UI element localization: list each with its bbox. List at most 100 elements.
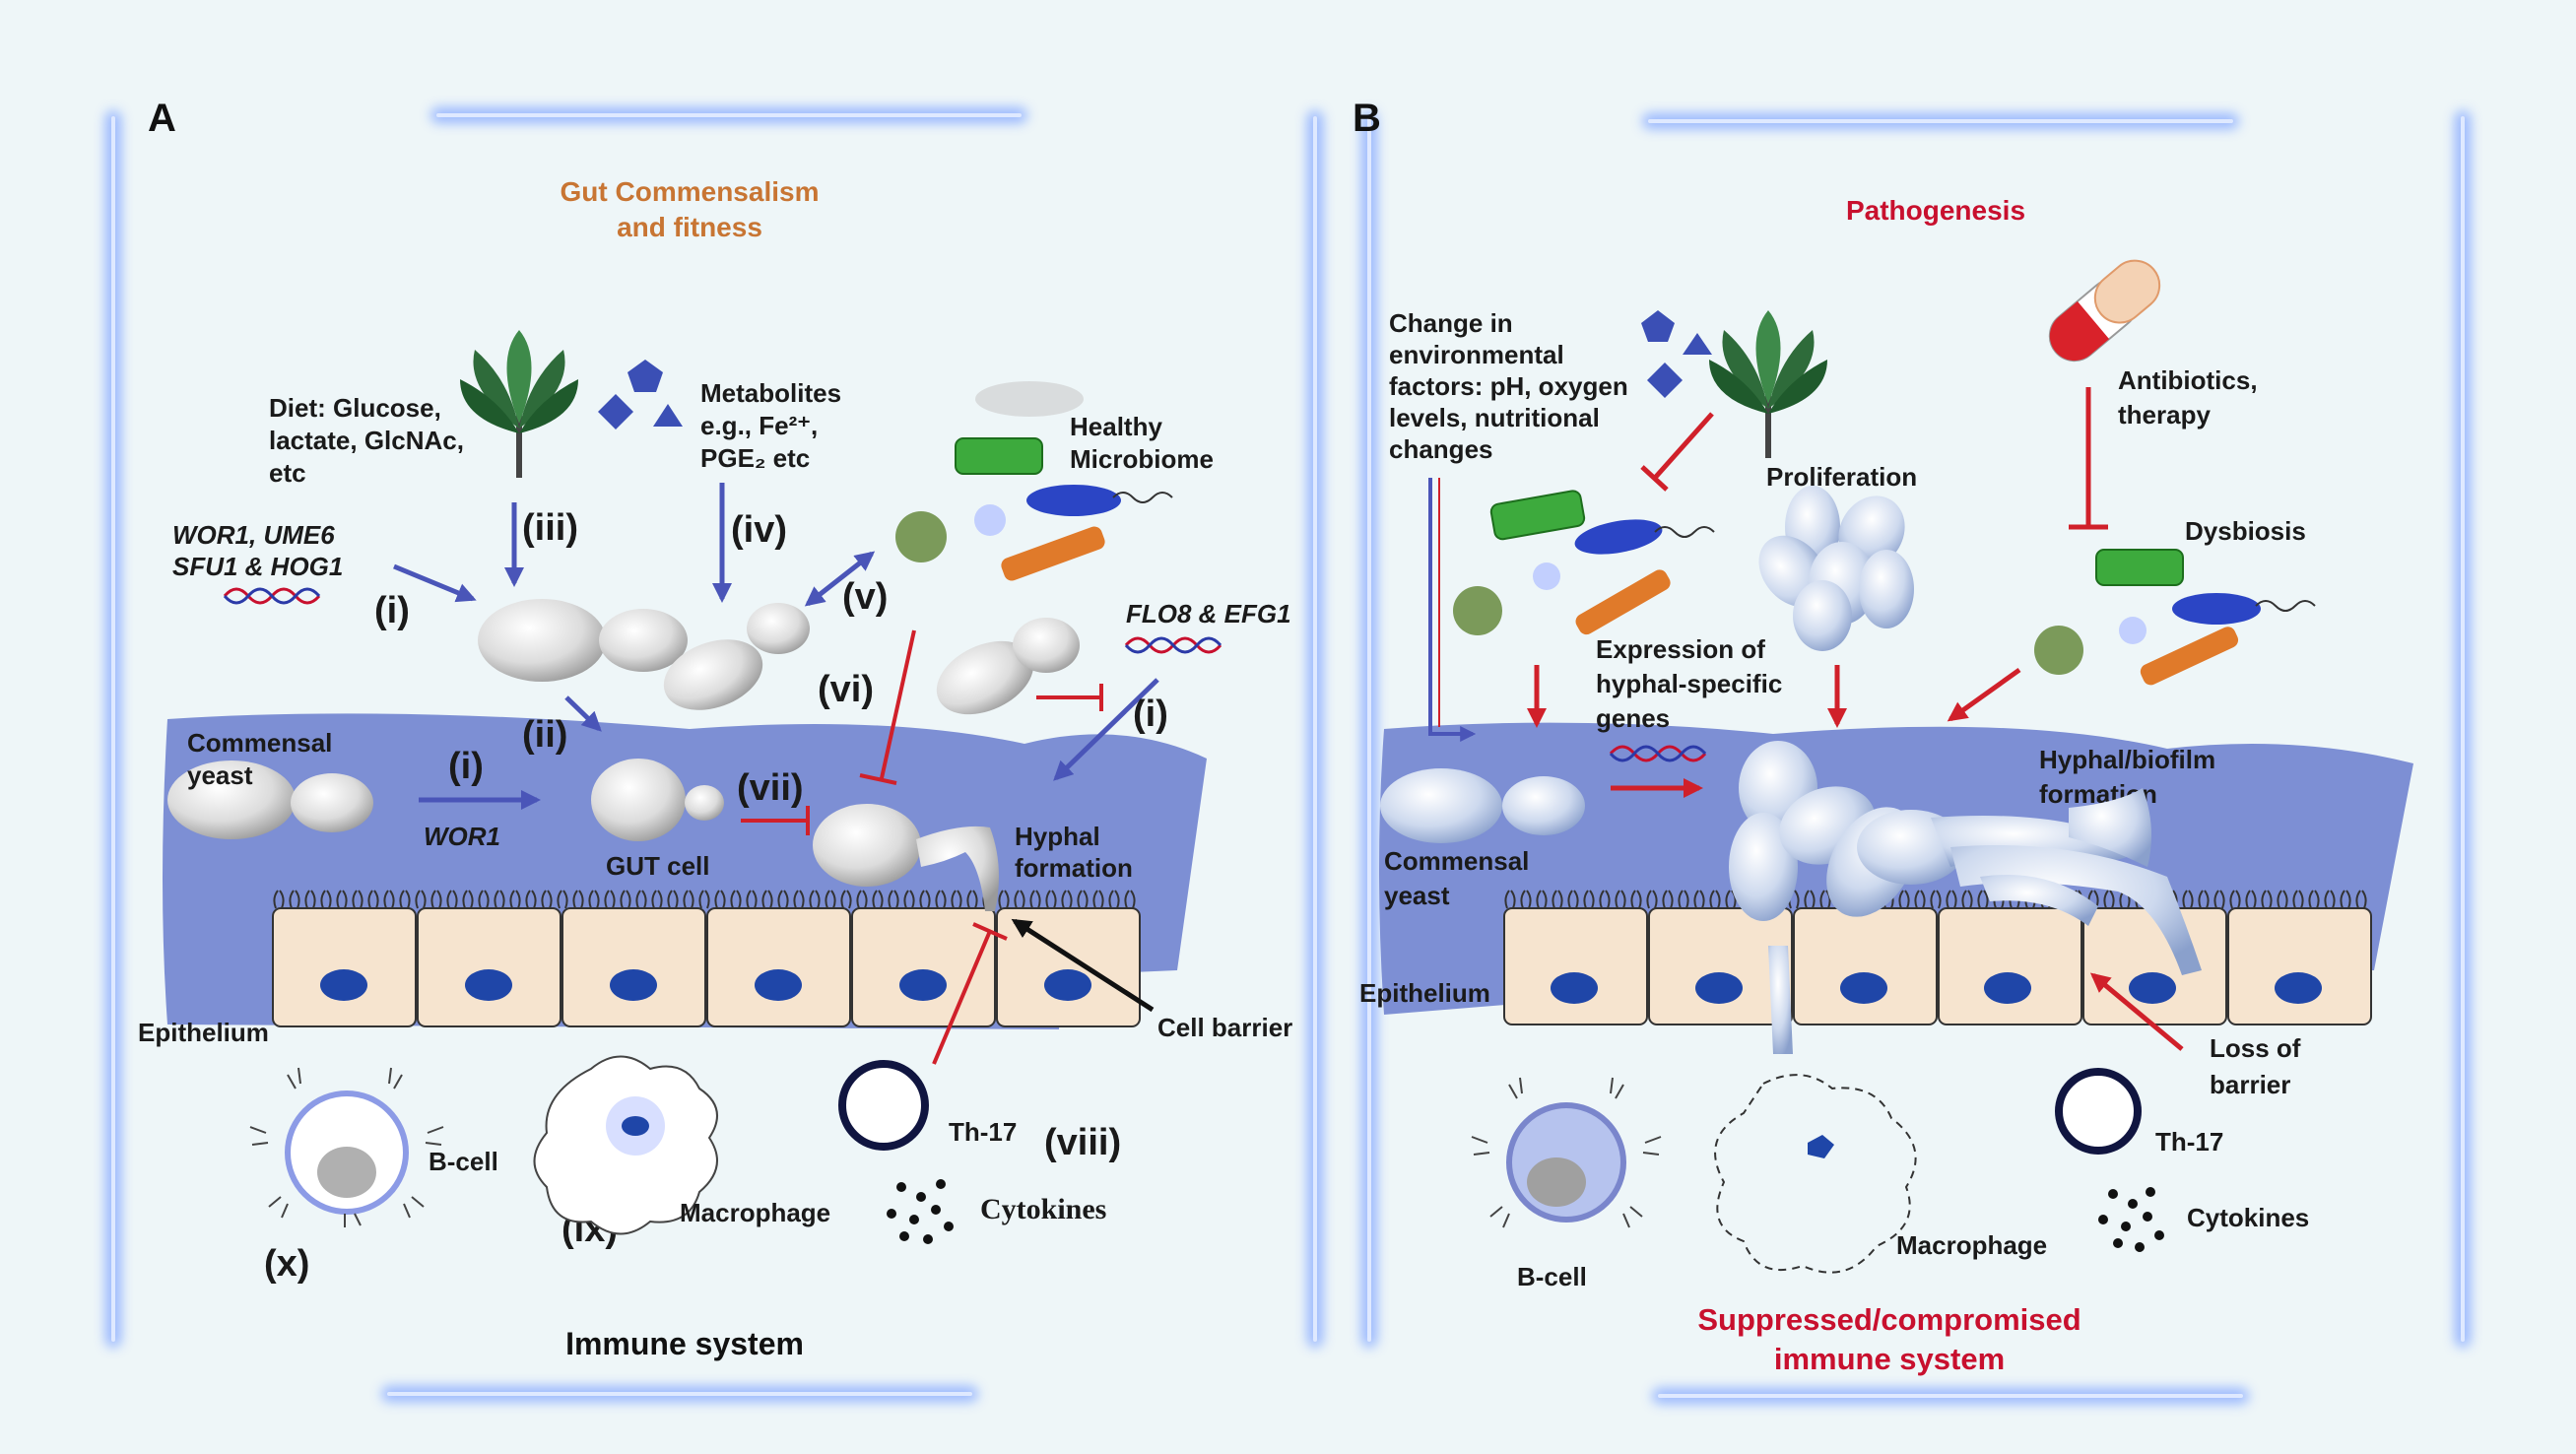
step-iii: (iii)	[522, 507, 578, 549]
hyphal-formation-label-2: formation	[1015, 853, 1133, 883]
b-cell-label-b: B-cell	[1517, 1262, 1587, 1291]
th17-label-b: Th-17	[2155, 1127, 2223, 1157]
epithelium-label-b: Epithelium	[1359, 978, 1490, 1008]
diet-label-3: etc	[269, 458, 306, 488]
expression-label-3: genes	[1596, 703, 1670, 733]
red-arrows-b	[1527, 387, 2184, 1051]
wor1-label: WOR1	[424, 822, 500, 851]
immune-system-label-b-1: Suppressed/compromised	[1697, 1302, 2081, 1337]
microbiome-label-2: Microbiome	[1070, 444, 1214, 474]
frame-bars	[105, 107, 2471, 1404]
step-x: (x)	[264, 1243, 309, 1285]
plant-icon-b	[1709, 310, 1827, 458]
macrophage-icon-b	[1714, 1074, 1917, 1274]
step-vi: (vi)	[818, 669, 874, 710]
panel-b: B Pathogenesis Change in environmental f…	[1353, 97, 2413, 1376]
red-inhibitors-a	[741, 629, 1103, 1065]
env-label-5: changes	[1389, 434, 1493, 464]
genes-label-2: SFU1 & HOG1	[172, 552, 343, 581]
dysbiosis-label: Dysbiosis	[2185, 516, 2306, 546]
step-i-left: (i)	[374, 590, 410, 631]
hyphal-biofilm-mass	[1729, 741, 2202, 1054]
antibiotic-capsule-icon	[2048, 259, 2161, 363]
diet-label-2: lactate, GlcNAc,	[269, 426, 464, 455]
immune-system-label-b-2: immune system	[1774, 1342, 2005, 1376]
b-cell-icon-b	[1471, 1077, 1662, 1228]
immune-system-label-a: Immune system	[565, 1326, 804, 1361]
env-label-2: environmental	[1389, 340, 1564, 369]
metabolite-shapes-a	[598, 360, 683, 430]
blue-arrows-a	[393, 483, 1159, 810]
antibiotics-label-2: therapy	[2118, 400, 2211, 430]
proliferation-label: Proliferation	[1766, 462, 1917, 492]
microbiome-label-1: Healthy	[1070, 412, 1162, 441]
step-viii: (viii)	[1044, 1122, 1121, 1163]
epithelium-cells-a	[272, 907, 1141, 1027]
yeast-cells-a	[167, 599, 1080, 911]
cytokines-label-a: Cytokines	[980, 1193, 1106, 1225]
panel-a-letter: A	[148, 97, 176, 140]
biofilm-label-1: Hyphal/biofilm	[2039, 745, 2215, 774]
commensal-yeast-label-a-1: Commensal	[187, 728, 332, 758]
cytokines-icon-b	[2098, 1187, 2164, 1252]
microbiome-icons-b	[1453, 490, 1715, 635]
proliferating-yeast-cluster	[1758, 486, 1914, 651]
hyphal-formation-label-1: Hyphal	[1015, 822, 1100, 851]
genes-label-1: WOR1, UME6	[172, 520, 335, 550]
b-cell-label-a: B-cell	[429, 1147, 498, 1176]
expression-label-1: Expression of	[1596, 634, 1765, 664]
dysbiosis-icons	[2034, 549, 2316, 686]
step-vii: (vii)	[737, 767, 804, 809]
macrophage-label-a: Macrophage	[680, 1198, 830, 1227]
metabolites-label-2: e.g., Fe²⁺,	[700, 411, 818, 440]
cell-barrier-label: Cell barrier	[1157, 1013, 1292, 1042]
macrophage-icon-a	[533, 1055, 718, 1235]
metabolites-label-3: PGE₂ etc	[700, 443, 810, 473]
microvilli-a	[273, 890, 1136, 909]
panel-a-title-2: and fitness	[617, 212, 762, 242]
panel-b-title: Pathogenesis	[1846, 195, 2025, 226]
step-i-mid: (i)	[448, 746, 484, 787]
b-cell-icon-a	[249, 1067, 444, 1227]
metabolite-shapes-b	[1641, 310, 1712, 398]
commensal-yeast-b	[1380, 768, 1585, 843]
loss-of-barrier-label-2: barrier	[2210, 1070, 2290, 1099]
panel-a-title-1: Gut Commensalism	[561, 176, 820, 207]
cell-barrier-arrow	[1011, 918, 1155, 1013]
metabolites-label-1: Metabolites	[700, 378, 841, 408]
step-ii: (ii)	[522, 714, 567, 756]
epithelium-label-a: Epithelium	[138, 1018, 269, 1047]
panel-b-letter: B	[1353, 97, 1381, 140]
step-iv: (iv)	[731, 509, 787, 551]
epithelium-cells-b	[1503, 907, 2372, 1025]
diet-label-1: Diet: Glucose,	[269, 393, 441, 423]
macrophage-label-b: Macrophage	[1896, 1230, 2047, 1260]
plant-icon	[460, 330, 578, 478]
step-i-right: (i)	[1133, 694, 1168, 735]
env-label-3: factors: pH, oxygen	[1389, 371, 1628, 401]
antibiotics-label-1: Antibiotics,	[2118, 365, 2258, 395]
commensal-yeast-label-b-1: Commensal	[1384, 846, 1529, 876]
dna-icon-a-left	[223, 587, 321, 605]
env-label-1: Change in	[1389, 308, 1513, 338]
th17-label-a: Th-17	[949, 1117, 1017, 1147]
th17-icon-b	[2055, 1068, 2142, 1155]
env-label-4: levels, nutritional	[1389, 403, 1600, 432]
commensal-yeast-label-a-2: yeast	[187, 760, 253, 790]
expression-label-2: hyphal-specific	[1596, 669, 1782, 698]
panel-a: A Gut Commensalism and fitness	[138, 97, 1292, 1361]
th17-icon-a	[838, 1060, 929, 1151]
cytokines-icon-a	[887, 1179, 954, 1244]
healthy-microbiome-icons	[895, 381, 1173, 581]
cytokines-label-b: Cytokines	[2187, 1203, 2309, 1232]
step-v: (v)	[842, 576, 888, 618]
flo8-label: FLO8 & EFG1	[1126, 599, 1291, 628]
dna-icon-b	[1609, 745, 1707, 762]
gut-cell-label: GUT cell	[606, 851, 709, 881]
commensal-yeast-label-b-2: yeast	[1384, 881, 1450, 910]
dna-icon-a-right	[1124, 636, 1222, 654]
env-bracket-arrow	[1428, 478, 1477, 742]
loss-of-barrier-label-1: Loss of	[2210, 1033, 2301, 1063]
